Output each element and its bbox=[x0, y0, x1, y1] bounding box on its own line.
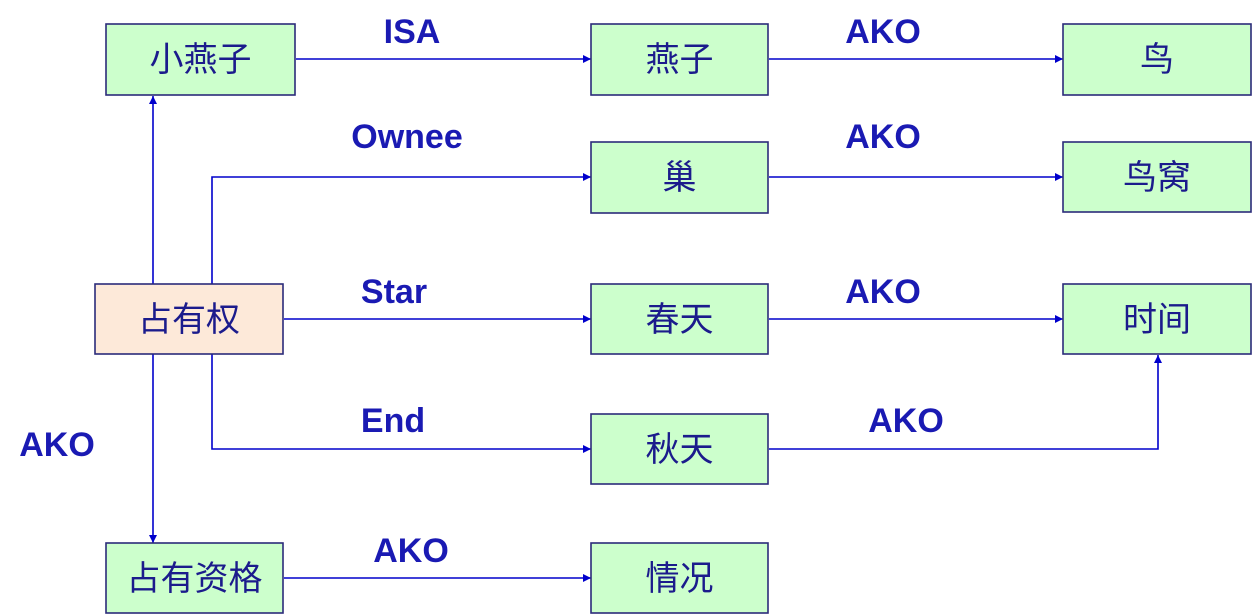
node-niaowo: 鸟窝 bbox=[1062, 141, 1252, 213]
node-niaowo-label: 鸟窝 bbox=[1123, 158, 1191, 198]
node-chao: 巢 bbox=[590, 141, 769, 214]
node-niao-label: 鸟 bbox=[1140, 40, 1174, 80]
node-shijian-label: 时间 bbox=[1123, 300, 1191, 340]
edge-ako-qiutian-shijian bbox=[769, 355, 1162, 450]
node-zhanyouzige: 占有资格 bbox=[105, 542, 284, 614]
node-xiaoyanzi-label: 小燕子 bbox=[150, 40, 252, 80]
node-xiaoyanzi: 小燕子 bbox=[105, 23, 296, 96]
node-zhanyouquan: 占有权 bbox=[94, 283, 284, 355]
node-qingkuang: 情况 bbox=[590, 542, 769, 614]
node-zhanyouzige-label: 占有资格 bbox=[127, 559, 263, 599]
label-ako-qiutian-shijian: AKO bbox=[868, 402, 944, 440]
label-ako-zige-qingkuang: AKO bbox=[373, 532, 449, 570]
node-chuntian: 春天 bbox=[590, 283, 769, 355]
label-ako-chuntian-shijian: AKO bbox=[845, 273, 921, 311]
edge-ownee bbox=[211, 173, 591, 284]
label-end: End bbox=[361, 402, 425, 440]
label-ownee: Ownee bbox=[351, 118, 462, 156]
node-qingkuang-label: 情况 bbox=[646, 559, 714, 599]
node-qiutian: 秋天 bbox=[590, 413, 769, 485]
nodes: 小燕子 燕子 鸟 巢 鸟窝 占有权 春天 时间 bbox=[94, 23, 1252, 614]
edge-labels: ISA AKO Ownee AKO Star AKO End AKO AKO A… bbox=[19, 13, 944, 570]
node-yanzi-label: 燕子 bbox=[646, 40, 714, 80]
label-ako-zhanyouquan-zige: AKO bbox=[19, 426, 95, 464]
node-chao-label: 巢 bbox=[663, 158, 697, 198]
node-zhanyouquan-label: 占有权 bbox=[138, 300, 240, 340]
edges bbox=[149, 55, 1162, 582]
label-isa: ISA bbox=[384, 13, 441, 51]
edge-end bbox=[211, 354, 591, 453]
label-ako-chao-niaowo: AKO bbox=[845, 118, 921, 156]
node-shijian: 时间 bbox=[1062, 283, 1252, 355]
node-chuntian-label: 春天 bbox=[646, 300, 714, 340]
node-niao: 鸟 bbox=[1062, 23, 1252, 96]
node-qiutian-label: 秋天 bbox=[646, 430, 714, 470]
label-star: Star bbox=[361, 273, 427, 311]
label-ako-yanzi-niao: AKO bbox=[845, 13, 921, 51]
node-yanzi: 燕子 bbox=[590, 23, 769, 96]
